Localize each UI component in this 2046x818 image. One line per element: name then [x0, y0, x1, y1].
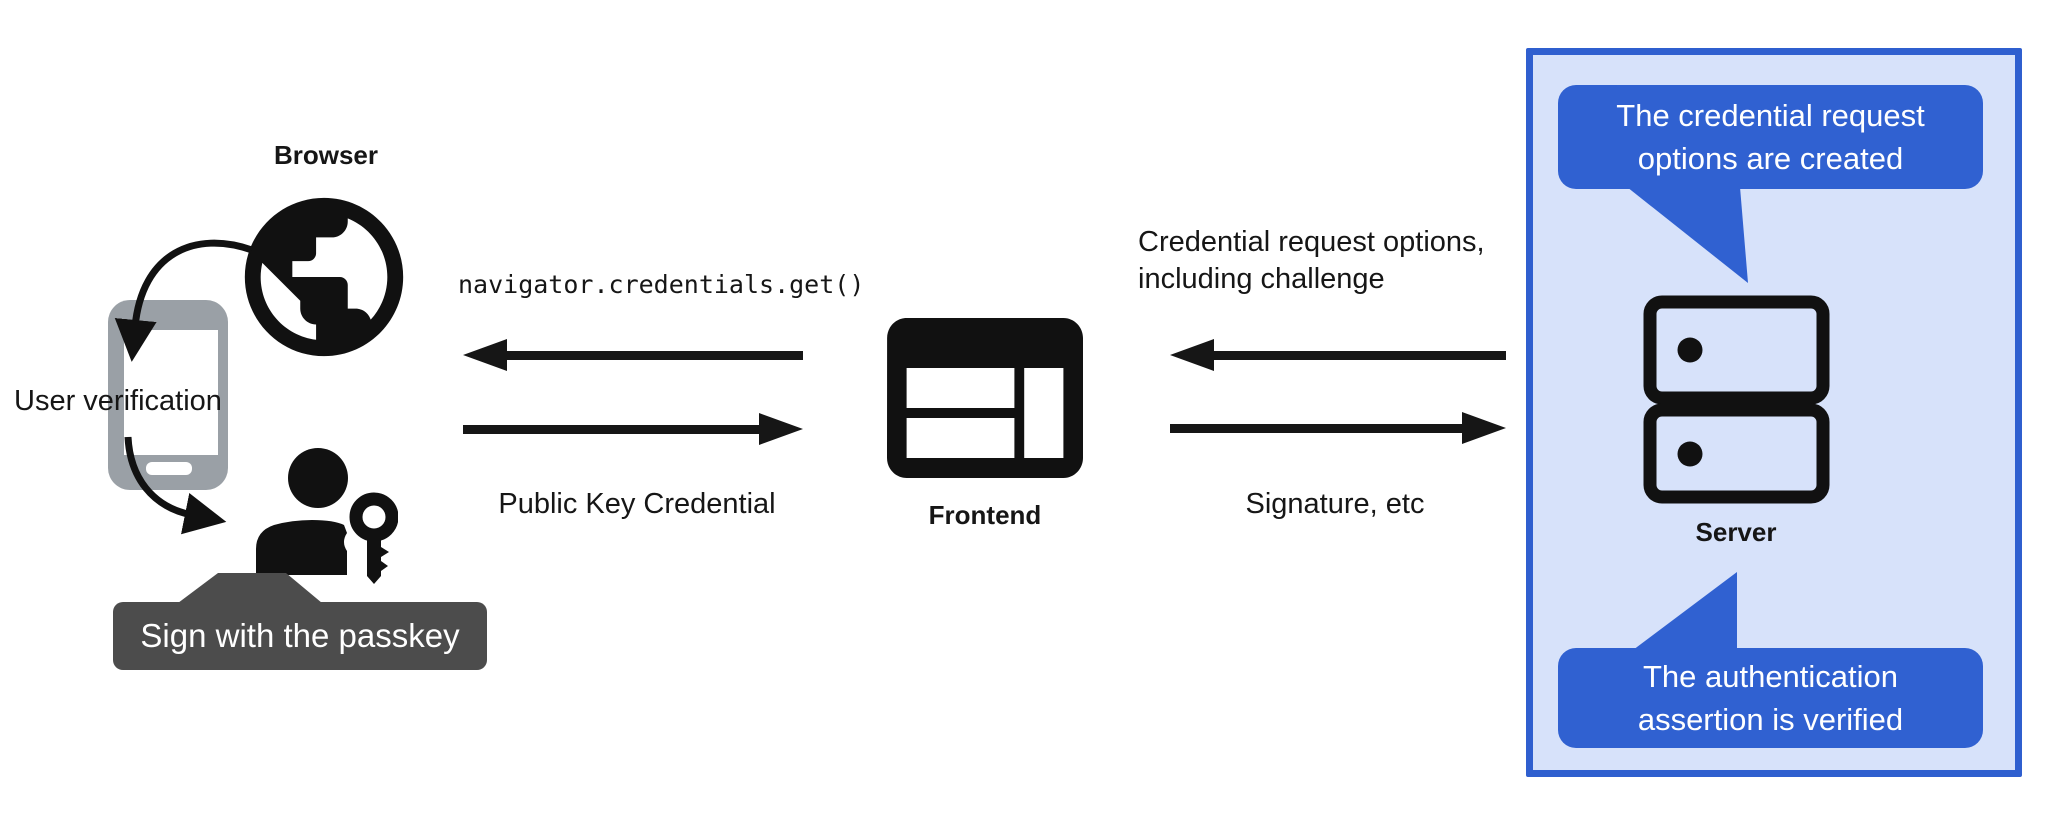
curved-arrow-phone-to-person	[124, 436, 227, 535]
tooltip-pointer	[178, 573, 322, 603]
curved-arrow-globe-to-phone	[114, 239, 254, 362]
left-arrowhead-icon	[463, 339, 507, 371]
right-arrowhead-icon	[1462, 412, 1506, 444]
user-verification-label: User verification	[14, 385, 222, 417]
passkey-tooltip: Sign with the passkey	[113, 602, 487, 670]
bubble-top-line1: The credential request	[1616, 98, 1925, 133]
navigator-call-label: navigator.credentials.get()	[458, 270, 865, 299]
bubble-bottom-line1: The authentication	[1642, 659, 1899, 694]
smartphone-icon	[108, 300, 228, 490]
user-verification-flow-arrows	[114, 239, 254, 535]
person-icon	[256, 448, 398, 584]
credential-options-created-bubble: The credential request options are creat…	[1558, 85, 1983, 189]
server-label: Server	[1695, 517, 1777, 547]
browser-label: Browser	[273, 140, 379, 170]
credential-request-line2: including challenge	[1138, 263, 1385, 295]
right-arrowhead-icon	[759, 413, 803, 445]
arrow-server-to-frontend	[1170, 339, 1506, 371]
globe-icon	[244, 197, 404, 357]
bubble-bottom-tail	[1633, 572, 1737, 650]
arrow-browser-to-frontend	[463, 413, 803, 445]
authentication-verified-bubble: The authentication assertion is verified	[1558, 648, 1983, 748]
passkey-tooltip-text: Sign with the passkey	[140, 617, 460, 654]
arrow-frontend-to-browser	[463, 339, 803, 371]
credential-request-label: Credential request options, including ch…	[1138, 224, 1538, 298]
public-key-credential-label: Public Key Credential	[498, 488, 776, 520]
frontend-window-icon	[887, 318, 1083, 478]
bubble-top-line2: options are created	[1637, 141, 1904, 176]
credential-request-line1: Credential request options,	[1138, 226, 1485, 258]
bubble-bottom-line2: assertion is verified	[1637, 702, 1904, 737]
signature-label: Signature, etc	[1245, 488, 1425, 520]
server-icon	[1643, 295, 1830, 504]
bubble-top-tail	[1627, 187, 1748, 283]
key-icon	[349, 492, 398, 584]
arrow-frontend-to-server	[1170, 412, 1506, 444]
frontend-label: Frontend	[928, 500, 1042, 530]
left-arrowhead-icon	[1170, 339, 1214, 371]
